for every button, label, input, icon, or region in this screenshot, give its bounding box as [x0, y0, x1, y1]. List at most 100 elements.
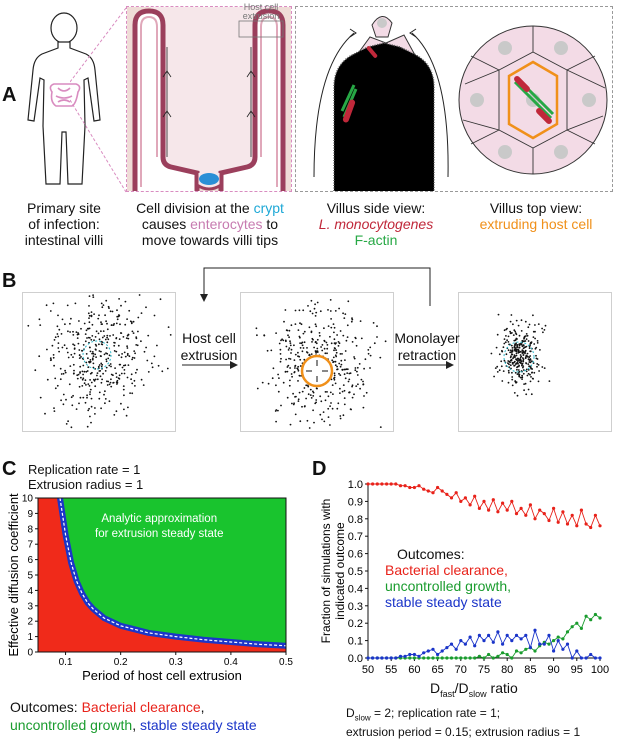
x-tick-label: 0.4 — [224, 657, 238, 668]
scatter-point — [511, 371, 513, 374]
footnote-rest: = 2; replication rate = 1; — [370, 706, 501, 720]
scatter-point — [127, 333, 130, 336]
scatter-point — [58, 328, 61, 331]
scatter-point — [112, 334, 115, 336]
scatter-point — [298, 374, 301, 377]
scatter-point — [279, 348, 282, 351]
scatter-point — [91, 352, 93, 355]
data-point — [482, 639, 486, 643]
scatter-point — [508, 371, 510, 374]
scatter-point — [85, 329, 88, 332]
scatter-point — [362, 406, 365, 409]
y-axis-label: Effective diffusion coefficient — [6, 493, 21, 657]
scatter-point — [130, 322, 133, 325]
scatter-point — [129, 392, 131, 394]
scatter-point — [56, 325, 59, 328]
scatter-point — [53, 339, 56, 341]
data-point — [501, 501, 505, 505]
scatter-point — [145, 346, 147, 349]
scatter-point — [306, 419, 309, 422]
scatter-point — [70, 317, 72, 320]
arrow-1 — [182, 361, 238, 369]
data-point — [524, 633, 528, 637]
data-point — [366, 482, 370, 486]
y-tick-label: 0.7 — [348, 531, 363, 543]
scatter-point — [298, 391, 301, 394]
caption-primary-site: Primary site of infection: intestinal vi… — [2, 200, 126, 248]
scatter-point — [124, 300, 127, 303]
scatter-point — [333, 378, 336, 381]
scatter-point — [521, 374, 523, 377]
scatter-point — [287, 364, 290, 367]
scatter-point — [122, 388, 125, 391]
scatter-point — [132, 332, 135, 334]
caption-cell-division: Cell division at the crypt causes entero… — [124, 200, 296, 248]
scatter-point — [515, 346, 517, 349]
data-point — [422, 651, 426, 655]
scatter-point — [336, 334, 338, 336]
scatter-point — [108, 364, 111, 367]
scatter-point — [46, 378, 49, 381]
scatter-point — [319, 413, 322, 416]
scatter-point — [121, 366, 124, 369]
caption-division-text2a: causes — [141, 216, 191, 232]
data-point — [477, 654, 481, 658]
scatter-point — [339, 415, 342, 417]
data-point — [403, 484, 407, 488]
scatter-point — [135, 336, 138, 338]
scatter-point — [103, 393, 105, 396]
scatter-point — [326, 344, 329, 346]
data-point — [385, 482, 389, 486]
scatter-point — [100, 330, 102, 333]
scatter-point — [526, 355, 529, 358]
scatter-point — [507, 381, 510, 384]
scatter-point — [133, 357, 136, 359]
scatter-point — [516, 344, 519, 346]
scatter-point — [159, 298, 162, 301]
scatter-point — [102, 372, 104, 375]
scatter-point — [512, 323, 514, 326]
scatter-point — [140, 312, 143, 314]
scatter-point — [334, 347, 336, 350]
data-point — [538, 642, 542, 646]
scatter-point — [72, 372, 75, 375]
scatter-point — [514, 343, 516, 346]
scatter-point — [113, 414, 116, 416]
data-point — [524, 647, 528, 651]
scatter-point — [81, 350, 83, 352]
scatter-point — [536, 363, 539, 365]
scatter-point — [347, 300, 350, 303]
scatter-point — [83, 370, 86, 373]
scatter-point — [126, 354, 129, 356]
scatter-point — [513, 348, 516, 351]
scatter-point — [503, 359, 506, 362]
scatter-point — [323, 327, 325, 330]
scatter-point — [344, 359, 346, 361]
scatter-point — [339, 365, 342, 368]
scatter-point — [304, 405, 306, 407]
scatter-point — [77, 333, 80, 336]
scatter-point — [329, 310, 332, 312]
scatter-point — [498, 369, 501, 372]
scatter-point — [126, 347, 129, 349]
caption-top-title: Villus top view: — [489, 200, 583, 216]
scatter-point — [118, 378, 121, 380]
scatter-point — [80, 327, 82, 330]
scatter-point — [533, 371, 536, 374]
caption-side-factin: F-actin — [354, 232, 398, 248]
scatter-point — [49, 310, 52, 312]
scatter-point — [65, 347, 68, 350]
x-tick-label: 60 — [408, 664, 420, 676]
scatter-point — [103, 353, 106, 356]
data-point — [449, 656, 454, 660]
scatter-point — [513, 339, 516, 342]
scatter-point — [123, 351, 126, 354]
scatter-point — [87, 357, 89, 360]
scatter-point — [339, 417, 342, 420]
scatter-point — [363, 395, 365, 397]
scatter-point — [501, 350, 504, 353]
scatter-point — [327, 407, 330, 410]
scatter-point — [64, 371, 67, 374]
scatter-point — [536, 365, 538, 368]
scatter-point — [376, 336, 378, 338]
